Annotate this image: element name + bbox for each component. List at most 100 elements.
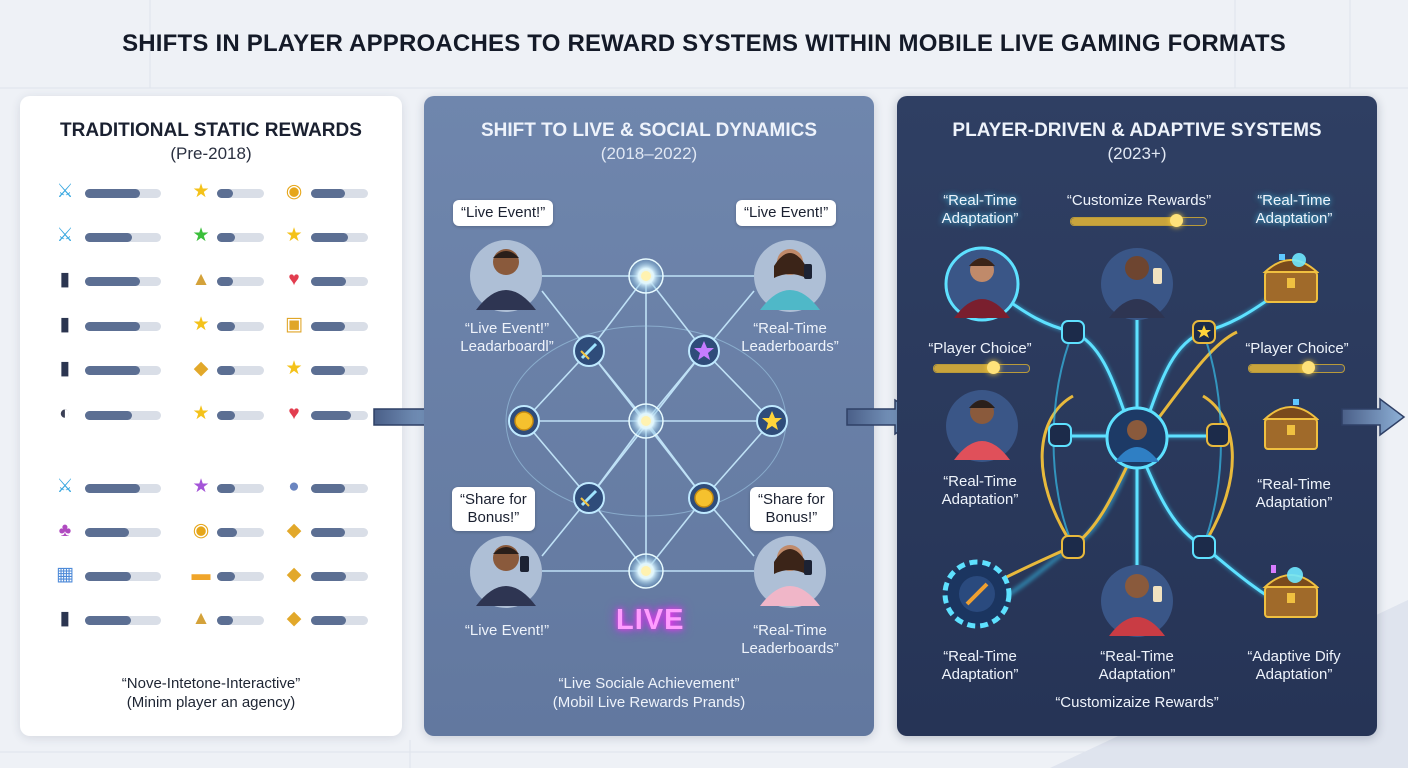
avatar-top-left <box>944 246 1020 322</box>
label-line-2: Adaptation” <box>1255 494 1333 511</box>
live-neon-sign: LIVE <box>616 604 685 636</box>
token-icon: ▣ <box>285 314 303 335</box>
label-real-time-adaptation-top-left: “Real-Time Adaptation” <box>910 192 1050 228</box>
progress-fill <box>85 572 131 581</box>
progress-bar <box>85 411 161 420</box>
coin-icon: ◉ <box>285 181 303 202</box>
panel-period: (2023+) <box>1107 144 1167 163</box>
progress-bar <box>217 616 264 625</box>
progress-fill <box>311 189 346 198</box>
progress-bar <box>217 572 264 581</box>
progress-bar <box>85 277 161 286</box>
progress-fill <box>311 322 346 331</box>
node-star-icon <box>694 341 714 360</box>
label-real-time-adaptation-bottom-mid: “Real-Time Adaptation” <box>1067 648 1207 684</box>
label-player-choice-left: “Player Choice” <box>928 340 1032 357</box>
progress-bar <box>85 366 161 375</box>
treasure-chest-icon-2 <box>1262 399 1319 450</box>
gear-icon <box>942 559 1012 629</box>
progress-bar <box>311 572 368 581</box>
pill-icon: ▬ <box>191 564 211 585</box>
player-choice-slider-left[interactable] <box>933 361 1030 374</box>
label-line-1: “Live Event!” <box>464 320 550 337</box>
label-line-2: Adaptation” <box>941 491 1019 508</box>
progress-bar <box>311 322 368 331</box>
star-icon: ★ <box>192 314 210 335</box>
phone-icon: ▮ <box>59 358 71 379</box>
avatar-player-bottom-right <box>754 536 826 608</box>
gem-icon: ◆ <box>286 520 302 541</box>
panel-player-driven-adaptive: PLAYER-DRIVEN & ADAPTIVE SYSTEMS (2023+) <box>897 96 1377 736</box>
progress-fill <box>85 528 130 537</box>
sword-icon: ⚔ <box>56 476 74 497</box>
gamepad-icon: ◐ <box>59 403 71 424</box>
label-line-1: “Real-Time <box>1257 192 1331 209</box>
avatar-bottom-mid <box>1101 565 1173 637</box>
progress-bar <box>85 189 161 198</box>
panel-footer: “Customizaize Rewards” <box>1055 694 1219 711</box>
label-line-2: Adaptation” <box>941 210 1019 227</box>
progress-bar <box>311 189 368 198</box>
progress-fill <box>217 484 235 493</box>
progress-bar <box>217 189 264 198</box>
progress-fill <box>217 572 235 581</box>
panel-heading: SHIFT TO LIVE & SOCIAL DYNAMICS <box>480 120 818 141</box>
toggle-icon: ● <box>288 476 300 497</box>
social-network-diagram <box>470 240 826 608</box>
progress-fill <box>85 189 140 198</box>
label-line-1: “Real-Time <box>1100 648 1174 665</box>
progress-fill <box>311 484 346 493</box>
label-real-time-adaptation-mid-right: “Real-Time Adaptation” <box>1224 476 1364 512</box>
panel-live-social-dynamics: SHIFT TO LIVE & SOCIAL DYNAMICS (2018–20… <box>424 96 874 736</box>
arrow-right-icon-3 <box>1341 397 1406 437</box>
bubble-line-1: “Share for <box>758 491 825 508</box>
label-line-2: Adaptation” <box>1098 666 1176 683</box>
phone-icon: ▮ <box>59 269 71 290</box>
heart-icon: ♥ <box>288 269 300 290</box>
sword-icon: ⚔ <box>56 225 74 246</box>
label-line-1: “Real-Time <box>943 648 1017 665</box>
page-title: SHIFTS IN PLAYER APPROACHES TO REWARD SY… <box>122 30 1286 57</box>
avatar-mid-left <box>946 390 1018 462</box>
progress-bar <box>311 616 368 625</box>
adaptive-network-diagram <box>942 246 1293 637</box>
progress-bar <box>217 484 264 493</box>
progress-bar <box>85 233 161 242</box>
label-line-2: Adaptation” <box>1255 666 1333 683</box>
heart-icon: ♥ <box>288 403 300 424</box>
slider-knob[interactable] <box>986 361 1000 374</box>
label-real-time-adaptation-mid-left: “Real-Time Adaptation” <box>910 473 1050 509</box>
progress-fill <box>85 484 140 493</box>
label-real-time-adaptation-bottom-left: “Real-Time Adaptation” <box>910 648 1050 684</box>
star-icon: ★ <box>285 358 303 379</box>
badge-icon: ▲ <box>191 269 211 290</box>
label-line-2: Adaptation” <box>1255 210 1333 227</box>
speech-bubble-live-event: “Live Event!” <box>453 200 554 226</box>
progress-fill <box>217 616 234 625</box>
trophy-icon: ♣ <box>58 520 72 541</box>
progress-fill <box>311 528 346 537</box>
star-icon: ★ <box>192 225 210 246</box>
customize-rewards-slider[interactable] <box>1070 214 1207 227</box>
player-choice-slider-right[interactable] <box>1248 361 1345 374</box>
progress-fill <box>85 366 140 375</box>
slider-knob[interactable] <box>1301 361 1315 374</box>
panel-heading: PLAYER-DRIVEN & ADAPTIVE SYSTEMS <box>952 120 1322 141</box>
progress-bar <box>217 277 264 286</box>
slider-fill <box>1071 218 1177 225</box>
network-nodes <box>508 258 788 589</box>
panel-footer: “Nove-Intetone-Interactive” (Minim playe… <box>20 674 402 712</box>
label-line-1: “Real-Time <box>753 320 827 337</box>
star-icon: ★ <box>192 181 210 202</box>
speech-bubble-share-bonus-2: “Share for Bonus!” <box>750 487 833 531</box>
sword-icon: ⚔ <box>56 181 74 202</box>
slider-knob[interactable] <box>1170 214 1184 227</box>
progress-fill <box>311 277 347 286</box>
panel-period: (2018–2022) <box>600 144 698 163</box>
label-line-2: Leaderboards” <box>741 338 839 355</box>
footer-line-1: “Live Sociale Achievement” <box>558 675 740 692</box>
star-icon: ★ <box>192 476 210 497</box>
panel-heading: TRADITIONAL STATIC REWARDS <box>60 120 362 141</box>
panel-period: (Pre-2018) <box>170 144 252 163</box>
progress-bar <box>85 322 161 331</box>
